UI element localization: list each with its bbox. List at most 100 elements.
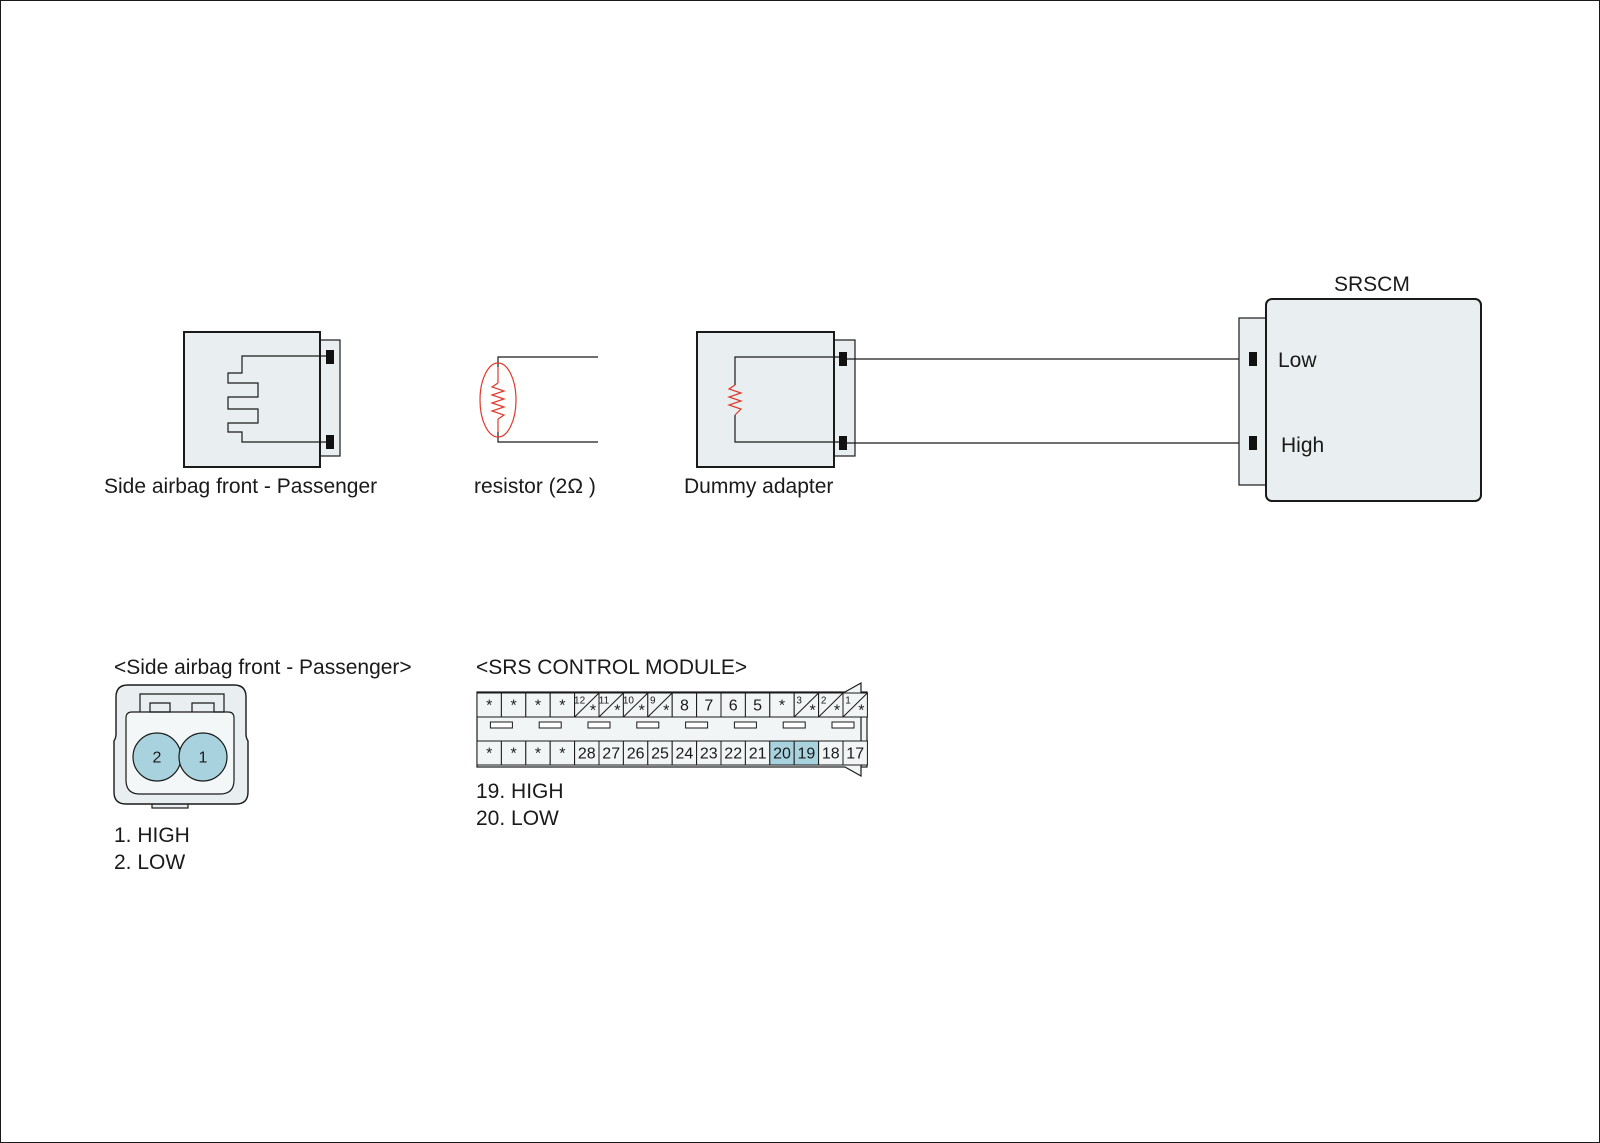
side-connector-pin-1: [178, 732, 228, 782]
srs-bottom-pin-label: 18: [822, 746, 840, 763]
dummy-adapter-body: [696, 331, 835, 468]
srscm-terminal-low: [1249, 352, 1257, 366]
srs-slot: [831, 721, 855, 729]
srs-slot: [538, 721, 562, 729]
srs-module-title: <SRS CONTROL MODULE>: [476, 656, 747, 679]
resistor-lead-bottom: [497, 432, 598, 443]
srs-bottom-pin-label: *: [559, 746, 565, 763]
srs-slot: [733, 721, 757, 729]
dummy-adapter-label: Dummy adapter: [684, 475, 833, 498]
side-airbag-connector-view: <Side airbag front - Passenger> 2 1 1. H…: [113, 656, 412, 874]
srs-bottom-cell: [647, 740, 673, 766]
srs-top-pin-label: *: [535, 698, 541, 715]
srs-bottom-pin-label: 22: [724, 746, 742, 763]
srs-slot: [685, 721, 709, 729]
side-connector-pin-1-label: 1: [199, 750, 208, 767]
srs-slot: [587, 721, 611, 729]
srs-bottom-pin-label: *: [486, 746, 492, 763]
srs-top-pin-marker: *: [639, 703, 645, 720]
srs-bottom-cell: [720, 740, 746, 766]
srs-top-pin-label: 5: [753, 698, 762, 715]
srs-bottom-cell-highlighted: [769, 740, 795, 766]
srs-top-pin-label: *: [510, 698, 516, 715]
srs-top-cell-divider: [842, 692, 868, 718]
srs-bottom-pin-label: 24: [676, 746, 694, 763]
srs-bottom-pin-label: 28: [578, 746, 596, 763]
srs-top-cell: [525, 692, 551, 718]
dummy-adapter-terminal-bottom: [839, 436, 847, 450]
side-airbag-terminal-top: [326, 350, 334, 364]
side-airbag-terminal-bottom: [326, 435, 334, 449]
srs-top-pin-number: 10: [623, 696, 635, 707]
side-airbag-connector: Side airbag front - Passenger: [104, 331, 377, 498]
srs-bottom-pin-label: 26: [627, 746, 645, 763]
srs-top-pin-number: 2: [821, 696, 827, 707]
resistor-zigzag: [490, 382, 506, 420]
srscm-module: SRSCM Low High: [1238, 273, 1482, 502]
resistor: resistor (2Ω ): [474, 356, 598, 498]
srscm-high-label: High: [1281, 434, 1324, 457]
srs-top-cell-divider: [647, 692, 673, 718]
srs-bottom-pin-label: 21: [749, 746, 767, 763]
srs-top-pin-marker: *: [663, 703, 669, 720]
srs-top-pin-label: 7: [704, 698, 713, 715]
srs-top-pin-marker: *: [809, 703, 815, 720]
srs-top-pin-marker: *: [590, 703, 596, 720]
srs-top-pin-number: 1: [845, 696, 851, 707]
srs-top-cell-divider: [623, 692, 649, 718]
side-connector-pin-2-label: 2: [153, 750, 162, 767]
srs-bottom-cell: [818, 740, 844, 766]
srs-bottom-pin-label: 17: [846, 746, 864, 763]
side-airbag-connector-body: [183, 331, 321, 468]
srs-top-cell-divider: [598, 692, 624, 718]
side-connector-legend-1: 1. HIGH: [114, 824, 190, 847]
srs-bottom-pin-label: *: [510, 746, 516, 763]
srs-top-cell: [671, 692, 698, 718]
srs-bottom-cell: [744, 740, 771, 766]
srs-top-pin-number: 3: [796, 696, 802, 707]
resistor-outline: [479, 362, 517, 438]
srs-top-pin-number: 9: [650, 696, 656, 707]
srs-slot: [782, 721, 806, 729]
side-connector-latch: [139, 693, 225, 713]
srs-top-cell-divider: [793, 692, 819, 718]
side-connector-title: <Side airbag front - Passenger>: [114, 656, 412, 679]
resistor-lead-top: [497, 356, 598, 367]
srs-bottom-cell: [622, 740, 649, 766]
srs-top-pin-number: 12: [574, 696, 586, 707]
srs-bottom-cell: [671, 740, 698, 766]
side-airbag-inflator-symbol: [227, 355, 328, 443]
srs-top-pin-marker: *: [858, 703, 864, 720]
srs-bottom-pin-label: 19: [798, 746, 816, 763]
srs-module-legend-1: 19. HIGH: [476, 780, 564, 803]
srs-top-pin-marker: *: [614, 703, 620, 720]
dummy-adapter-terminal-top: [839, 352, 847, 366]
srs-top-pin-label: 6: [729, 698, 738, 715]
srs-bottom-pin-label: 25: [651, 746, 669, 763]
srscm-terminal-high: [1249, 436, 1257, 450]
side-airbag-label: Side airbag front - Passenger: [104, 475, 377, 498]
side-connector-legend-2: 2. LOW: [114, 851, 185, 874]
dummy-adapter-resistor: [727, 384, 743, 416]
dummy-adapter-wire-bottom: [734, 415, 845, 443]
srs-slot: [636, 721, 660, 729]
dummy-adapter-wire-top: [734, 356, 845, 385]
srs-bottom-pin-label: 23: [700, 746, 718, 763]
srs-bottom-cell-highlighted: [793, 740, 820, 766]
srs-module-slot-row: [489, 721, 855, 729]
srscm-body: [1265, 298, 1482, 502]
srs-bottom-pin-label: 20: [773, 746, 791, 763]
srs-top-cell: [744, 692, 771, 718]
srs-bottom-pin-label: 27: [602, 746, 620, 763]
srs-top-pin-label: *: [559, 698, 565, 715]
srscm-label: SRSCM: [1334, 273, 1410, 296]
srs-top-cell-divider: [818, 692, 844, 718]
srs-slot: [489, 721, 513, 729]
srs-top-cell-divider: [574, 692, 600, 718]
srscm-low-label: Low: [1278, 349, 1317, 372]
srs-bottom-pin-label: *: [535, 746, 541, 763]
srs-top-pin-marker: *: [834, 703, 840, 720]
